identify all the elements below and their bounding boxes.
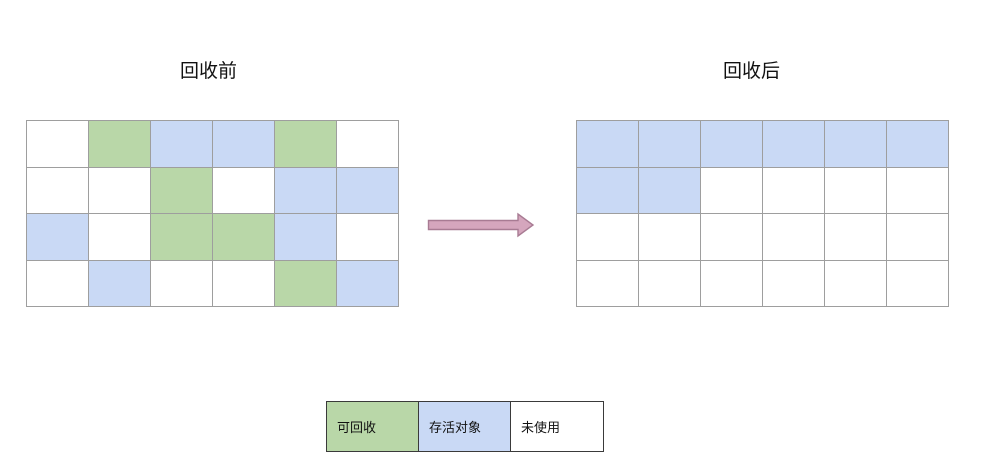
memory-cell-blue: [337, 167, 399, 214]
memory-cell-white: [27, 167, 89, 214]
memory-cell-white: [701, 260, 763, 307]
memory-cell-blue: [701, 121, 763, 168]
legend-label: 可回收: [337, 421, 377, 436]
memory-cell-white: [887, 214, 949, 261]
memory-cell-white: [825, 214, 887, 261]
memory-cell-blue: [151, 121, 213, 168]
memory-cell-blue: [763, 121, 825, 168]
memory-cell-white: [27, 121, 89, 168]
after-memory-grid: [576, 120, 949, 307]
memory-cell-white: [577, 260, 639, 307]
legend: 可回收 存活对象 未使用: [326, 401, 604, 452]
memory-cell-white: [213, 167, 275, 214]
memory-cell-green: [275, 260, 337, 307]
memory-cell-green: [213, 214, 275, 261]
memory-cell-white: [825, 260, 887, 307]
memory-cell-green: [151, 167, 213, 214]
memory-cell-white: [887, 260, 949, 307]
memory-cell-green: [89, 121, 151, 168]
memory-cell-white: [89, 214, 151, 261]
memory-cell-white: [887, 167, 949, 214]
right-arrow-icon: [427, 212, 535, 238]
memory-cell-white: [27, 260, 89, 307]
memory-cell-white: [337, 121, 399, 168]
memory-cell-white: [213, 260, 275, 307]
memory-cell-blue: [639, 167, 701, 214]
memory-cell-blue: [275, 167, 337, 214]
memory-cell-blue: [825, 121, 887, 168]
memory-cell-white: [763, 260, 825, 307]
memory-cell-white: [701, 167, 763, 214]
memory-cell-white: [639, 214, 701, 261]
memory-cell-blue: [887, 121, 949, 168]
legend-label: 未使用: [521, 421, 561, 436]
memory-cell-blue: [213, 121, 275, 168]
memory-cell-white: [337, 214, 399, 261]
memory-cell-blue: [275, 214, 337, 261]
memory-cell-blue: [577, 167, 639, 214]
memory-cell-white: [825, 167, 887, 214]
before-memory-grid: [26, 120, 399, 307]
memory-cell-blue: [337, 260, 399, 307]
before-title: 回收前: [180, 60, 238, 82]
memory-cell-white: [89, 167, 151, 214]
after-title: 回收后: [723, 60, 781, 82]
memory-cell-blue: [577, 121, 639, 168]
legend-label: 存活对象: [429, 421, 482, 436]
memory-cell-white: [577, 214, 639, 261]
legend-item-unused: 未使用: [511, 402, 603, 451]
memory-cell-blue: [639, 121, 701, 168]
memory-cell-white: [639, 260, 701, 307]
memory-cell-white: [763, 167, 825, 214]
memory-cell-green: [275, 121, 337, 168]
memory-cell-white: [151, 260, 213, 307]
memory-cell-green: [151, 214, 213, 261]
memory-cell-blue: [89, 260, 151, 307]
memory-cell-white: [701, 214, 763, 261]
memory-cell-blue: [27, 214, 89, 261]
memory-cell-white: [763, 214, 825, 261]
legend-item-reclaimable: 可回收: [327, 402, 419, 451]
legend-item-live-objects: 存活对象: [419, 402, 511, 451]
